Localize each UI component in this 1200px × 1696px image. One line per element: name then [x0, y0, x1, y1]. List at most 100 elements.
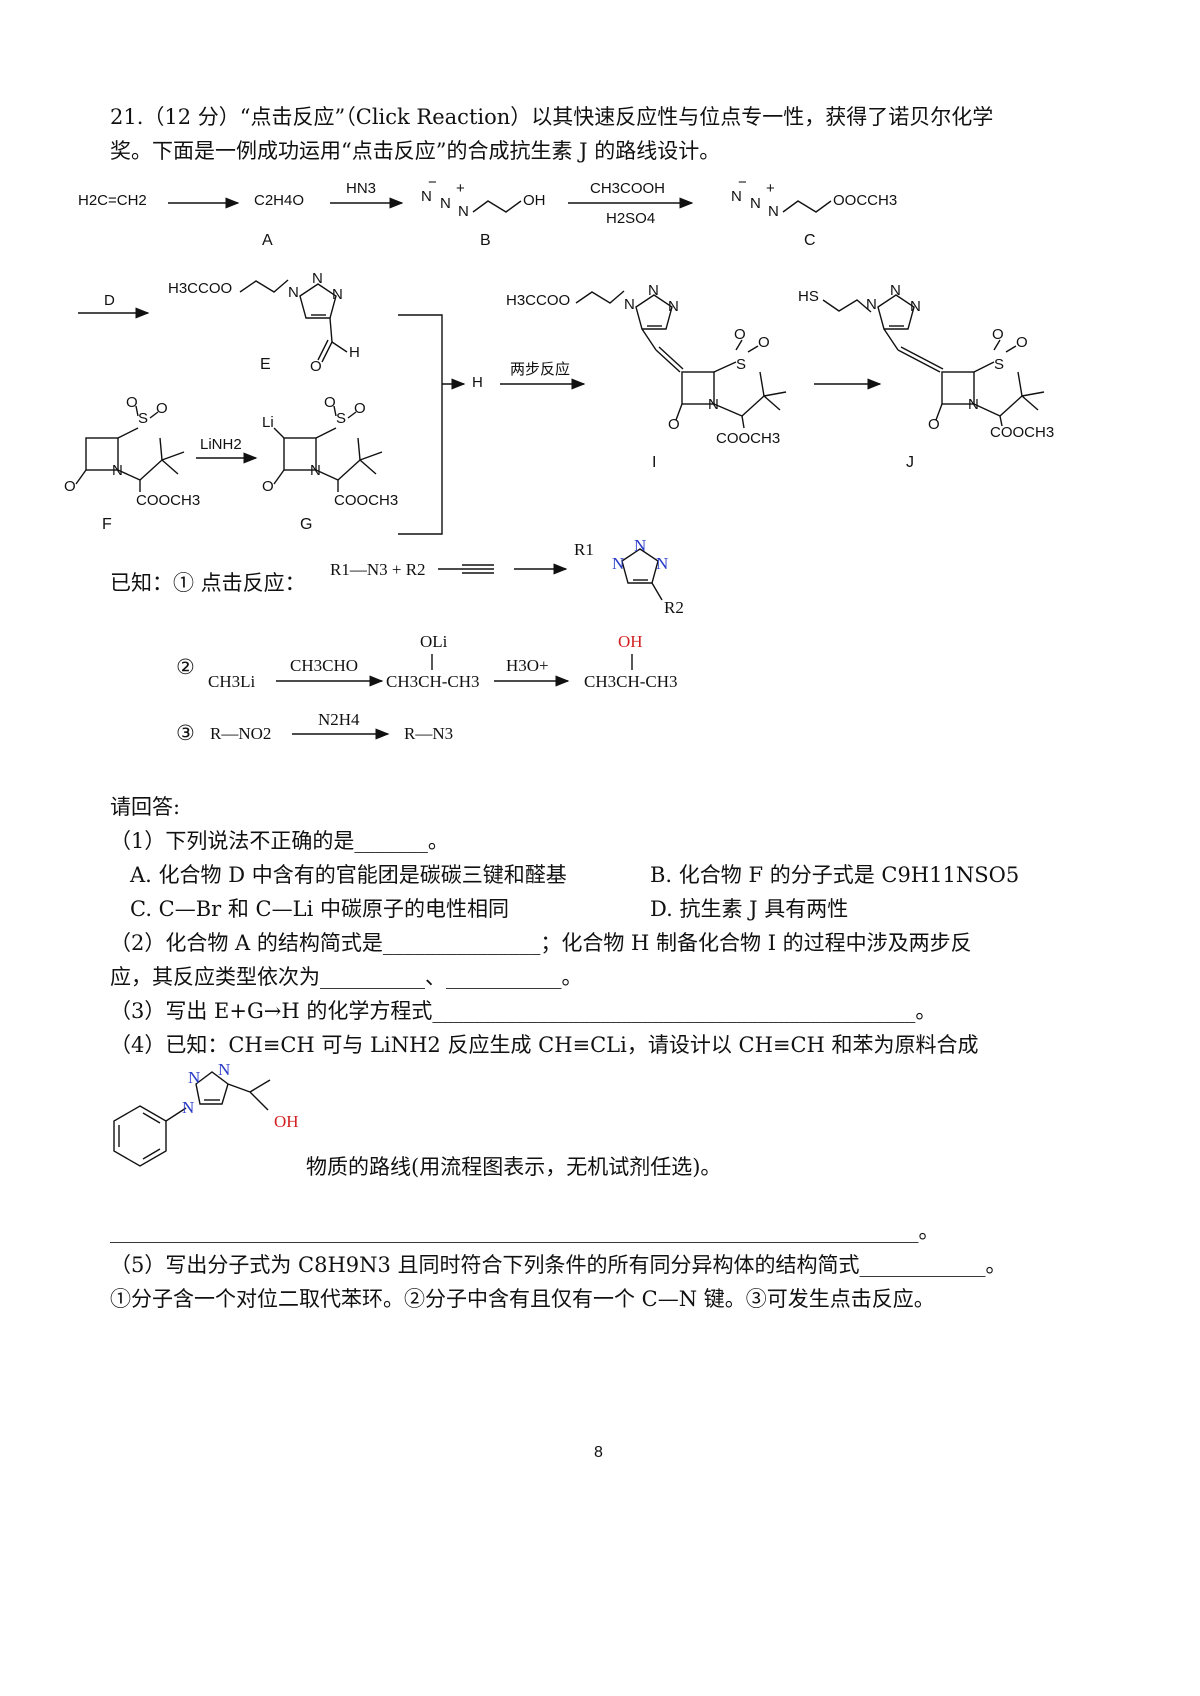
- c-charge-minus: −: [738, 174, 747, 191]
- i-n3: N: [668, 298, 679, 315]
- i-n-ring: N: [708, 396, 719, 413]
- g-so-o1: O: [324, 394, 336, 411]
- f-ester: COOCH3: [136, 492, 201, 509]
- compound-h: H: [472, 374, 483, 391]
- ethylene-formula: H2C=CH2: [78, 192, 147, 209]
- c-n1: N: [731, 188, 742, 205]
- g-li: Li: [262, 414, 274, 431]
- reagent-d: D: [104, 292, 115, 309]
- reagent-linh2: LiNH2: [200, 436, 242, 453]
- reagent-hn3: HN3: [346, 180, 377, 197]
- b-n1: N: [421, 188, 432, 205]
- q4-line-2: 物质的路线(用流程图表示，无机试剂任选)。: [306, 1155, 722, 1179]
- e-acetoxy: H3CCOO: [168, 280, 233, 297]
- i-n2: N: [648, 282, 659, 299]
- b-oh: OH: [523, 192, 546, 209]
- compound-a-formula: C2H4O: [254, 192, 305, 209]
- c-ester: OOCCH3: [833, 192, 898, 209]
- q5-line-2: ①分子含一个对位二取代苯环。②分子中含有且仅有一个 C—N 键。③可发生点击反应…: [110, 1287, 935, 1311]
- f-s: S: [138, 410, 149, 427]
- f-carbonyl-o: O: [64, 478, 76, 495]
- e-n3: N: [332, 286, 343, 303]
- j-s: S: [994, 356, 1005, 373]
- q1-option-b: B. 化合物 F 的分子式是 C9H11NSO5: [650, 863, 1020, 887]
- label-g: G: [300, 516, 313, 533]
- known-2-intermediate: CH3CH-CH3: [386, 672, 480, 691]
- b-charge-plus: +: [456, 180, 465, 197]
- g-so-o2: O: [354, 400, 366, 417]
- label-i: I: [652, 454, 657, 471]
- g-s: S: [336, 410, 347, 427]
- q1-option-d: D. 抗生素 J 具有两性: [650, 897, 849, 921]
- e-aldehyde-h: H: [349, 344, 360, 361]
- known-2-number: ②: [176, 655, 195, 679]
- known-click-n2: N: [634, 536, 647, 555]
- q4-answer-blank: ________________________________________…: [110, 1219, 940, 1243]
- known-click-n3: N: [656, 554, 669, 573]
- two-step-reaction: 两步反应: [510, 360, 571, 378]
- known-2-ch3cho: CH3CHO: [290, 656, 359, 675]
- known-intro: 已知：① 点击反应：: [110, 571, 306, 595]
- f-n-ring: N: [112, 462, 123, 479]
- g-n-ring: N: [310, 462, 321, 479]
- known-3-n2h4: N2H4: [318, 710, 360, 729]
- q5-line-1: （5）写出分子式为 C8H9N3 且同时符合下列条件的所有同分异构体的结构简式_…: [110, 1253, 1007, 1277]
- q1: （1）下列说法不正确的是_______。: [110, 829, 449, 853]
- known-click-r1: R1: [574, 540, 594, 559]
- label-j: J: [906, 454, 914, 471]
- j-so-o2: O: [1016, 334, 1028, 351]
- j-thiol: HS: [798, 288, 819, 305]
- i-so-o1: O: [734, 326, 746, 343]
- q4-n1: N: [182, 1098, 195, 1117]
- known-click-n1: N: [612, 554, 625, 573]
- known-2-ch3li: CH3Li: [208, 672, 256, 691]
- f-so-o1: O: [126, 394, 138, 411]
- e-n1: N: [288, 284, 299, 301]
- i-n1: N: [624, 296, 635, 313]
- question-line-1: 21.（12 分）“点击反应”（Click Reaction）以其快速反应性与位…: [110, 105, 994, 129]
- g-carbonyl-o: O: [262, 478, 274, 495]
- known-2-oh: OH: [618, 632, 643, 651]
- j-carbonyl-o: O: [928, 416, 940, 433]
- reagent-h2so4: H2SO4: [606, 210, 656, 227]
- q1-option-c: C. C—Br 和 C—Li 中碳原子的电性相同: [130, 897, 509, 921]
- b-n2: N: [440, 195, 451, 212]
- page-number: 8: [594, 1444, 603, 1461]
- q4-oh: OH: [274, 1112, 299, 1131]
- label-c: C: [804, 232, 816, 249]
- q2-line-2: 应，其反应类型依次为__________、___________。: [110, 965, 583, 989]
- q4-n2: N: [188, 1068, 201, 1087]
- j-ester: COOCH3: [990, 424, 1055, 441]
- c-n2: N: [750, 195, 761, 212]
- i-ester: COOCH3: [716, 430, 781, 447]
- i-s: S: [736, 356, 747, 373]
- e-aldehyde-o: O: [310, 358, 322, 375]
- j-n2: N: [890, 282, 901, 299]
- known-3-number: ③: [176, 721, 195, 745]
- q4-n3: N: [218, 1060, 231, 1079]
- c-charge-plus: +: [766, 180, 775, 197]
- e-n2: N: [312, 270, 323, 287]
- q1-option-a: A. 化合物 D 中含有的官能团是碳碳三键和醛基: [130, 863, 567, 887]
- q3: （3）写出 E+G→H 的化学方程式______________________…: [110, 999, 937, 1023]
- known-3-rn3: R—N3: [404, 724, 454, 743]
- i-carbonyl-o: O: [668, 416, 680, 433]
- b-n3: N: [458, 203, 469, 220]
- known-2-product: CH3CH-CH3: [584, 672, 678, 691]
- c-n3: N: [768, 203, 779, 220]
- answer-prompt: 请回答:: [110, 795, 181, 819]
- q4-line-1: （4）已知：CH≡CH 可与 LiNH2 反应生成 CH≡CLi，请设计以 CH…: [110, 1033, 979, 1057]
- i-acetoxy: H3CCOO: [506, 292, 571, 309]
- known-3-rno2: R—NO2: [210, 724, 272, 743]
- known-2-h3o: H3O+: [506, 656, 549, 675]
- label-f: F: [102, 516, 112, 533]
- reagent-ch3cooh: CH3COOH: [590, 180, 666, 197]
- known-2-oli: OLi: [420, 632, 448, 651]
- known-click-reactants: R1—N3 + R2: [330, 560, 426, 579]
- g-ester: COOCH3: [334, 492, 399, 509]
- i-so-o2: O: [758, 334, 770, 351]
- label-b: B: [480, 232, 491, 249]
- b-charge-minus: −: [428, 174, 437, 191]
- question-line-2: 奖。下面是一例成功运用“点击反应”的合成抗生素 J 的路线设计。: [110, 139, 721, 163]
